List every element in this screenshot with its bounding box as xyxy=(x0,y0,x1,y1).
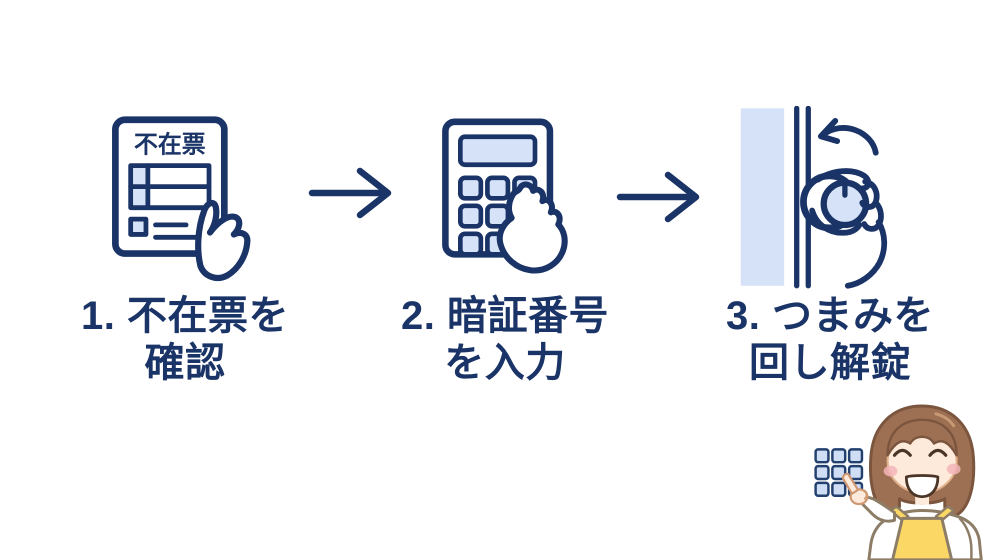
pointing-woman-icon xyxy=(788,392,1000,560)
door-panel xyxy=(740,108,785,286)
smiling-eyes xyxy=(892,448,948,457)
step-3-line1: 3. つまみを xyxy=(726,294,934,338)
thumb-line xyxy=(863,489,868,500)
turning-hand-icon xyxy=(809,168,888,289)
tongue xyxy=(913,491,931,495)
step-1-line1: 1. 不在票を xyxy=(81,294,289,338)
pointing-finger xyxy=(841,472,860,495)
step-1-caption: 1. 不在票を 確認 xyxy=(25,293,345,387)
arm-line-right xyxy=(958,517,973,560)
step-2-line1: 2. 暗証番号 xyxy=(401,294,609,338)
cheek-left xyxy=(883,465,898,477)
hair-bangs xyxy=(886,418,958,457)
step-2-caption: 2. 暗証番号 を入力 xyxy=(345,293,665,387)
absence-slip-svg: 不在票 xyxy=(112,116,251,282)
step-3-caption: 3. つまみを 回し解錠 xyxy=(668,293,992,387)
step-2-line2: を入力 xyxy=(444,341,566,386)
slip-title-label: 不在票 xyxy=(134,130,206,158)
keypad-entry-icon xyxy=(423,112,591,294)
holding-hand-icon xyxy=(195,199,251,282)
doorknob-turn-icon xyxy=(735,106,923,290)
doorknob-svg xyxy=(740,106,888,289)
absence-slip-in-hand-icon: 不在票 xyxy=(102,110,274,292)
hair-highlight xyxy=(934,412,956,428)
right-arrow-icon xyxy=(616,169,708,225)
pressing-hand-icon xyxy=(496,181,568,274)
mascot-svg xyxy=(814,404,983,560)
step-3-line2: 回し解錠 xyxy=(749,341,911,386)
cheek-right xyxy=(946,463,961,475)
apron-bib xyxy=(891,516,954,560)
right-arrow-icon xyxy=(308,165,400,221)
slip-checkbox xyxy=(128,216,149,237)
smiling-mouth xyxy=(904,474,940,499)
keypad-display xyxy=(458,134,538,168)
keypad-svg xyxy=(442,118,568,274)
step-1-line2: 確認 xyxy=(144,341,226,386)
